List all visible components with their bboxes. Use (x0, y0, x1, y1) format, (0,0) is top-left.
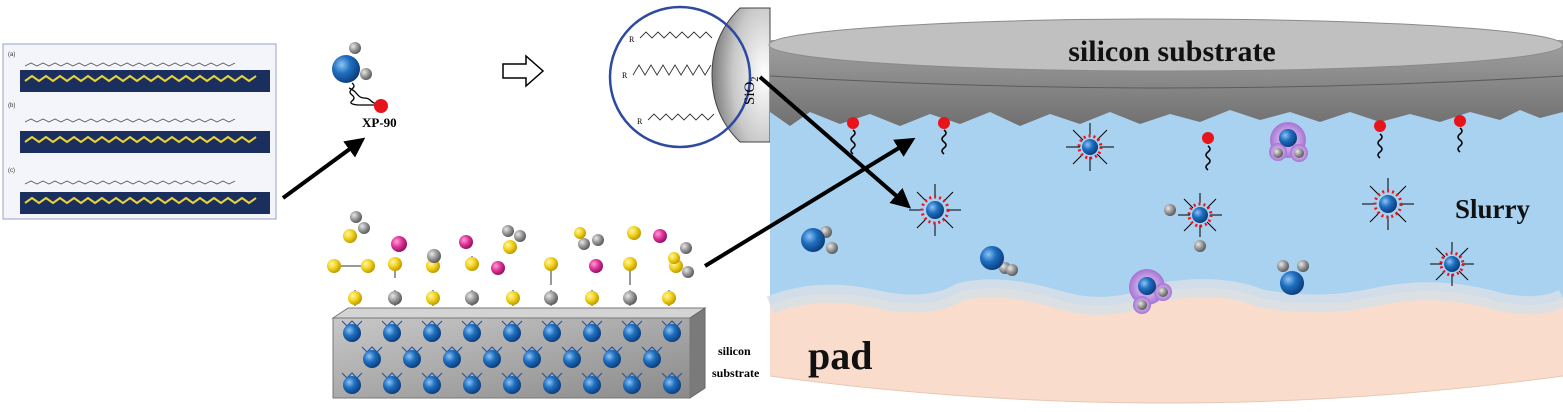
silicon-atom (423, 324, 441, 342)
silicon-atom (443, 350, 461, 368)
silicon-atom (503, 324, 521, 342)
xp90-label: XP-90 (362, 115, 397, 130)
molecule-panels: (a) (b) (c) (2, 43, 277, 220)
svg-text:R: R (637, 117, 643, 126)
silicon-atom (463, 376, 481, 394)
adsorbed-surfactants (850, 127, 1463, 171)
silicon-atom (483, 350, 501, 368)
substrate-label-line1: silicon (718, 344, 751, 358)
silicon-substrate-block (331, 307, 707, 399)
purple-halo-species (1129, 122, 1308, 314)
panel-c: (c) (8, 168, 270, 214)
silicon-atom (363, 350, 381, 368)
silicon-atom (563, 350, 581, 368)
silicon-atom (383, 376, 401, 394)
silicon-atom (503, 376, 521, 394)
surface-groups (327, 211, 694, 306)
pad-region (770, 288, 1563, 403)
silicon-atom (403, 350, 421, 368)
silicon-substrate-label: silicon substrate (1068, 35, 1276, 68)
svg-text:R: R (629, 35, 635, 44)
sio2-label: SiO2 (742, 77, 761, 105)
sio2-particle (711, 7, 771, 143)
panel-a-caption: (a) (8, 52, 15, 58)
silicon-atom (583, 324, 601, 342)
silicon-atom (583, 376, 601, 394)
panel-b-caption: (b) (8, 103, 15, 109)
panel-a: (a) (8, 52, 270, 92)
silicon-atom (343, 324, 361, 342)
panel-b: (b) (8, 103, 270, 153)
silicon-atom (383, 324, 401, 342)
silicon-atom (543, 324, 561, 342)
slurry-label: Slurry (1455, 194, 1531, 224)
surfactant-icon (847, 115, 1466, 144)
silicon-atom (623, 324, 641, 342)
xp90-molecule (332, 42, 388, 113)
silicon-atom (463, 324, 481, 342)
silicon-atom (663, 324, 681, 342)
silicon-atom (663, 376, 681, 394)
silicon-atom (543, 376, 561, 394)
micelles (909, 123, 1474, 286)
silicon-atom (423, 376, 441, 394)
arrow-icon (281, 137, 366, 200)
substrate-label-line2: substrate (712, 366, 760, 380)
svg-text:R: R (622, 71, 628, 80)
arrow-icon (758, 75, 912, 209)
hollow-arrow-icon (502, 54, 545, 88)
silicon-atom (623, 376, 641, 394)
silicon-atom (603, 350, 621, 368)
silicon-atom (343, 376, 361, 394)
silicon-atom (523, 350, 541, 368)
silicon-species (801, 204, 1309, 295)
zoom-circle-icon: R R R (608, 5, 771, 149)
arrow-icon (703, 137, 916, 268)
silicon-atom (643, 350, 661, 368)
pad-label: pad (808, 333, 873, 378)
panel-c-caption: (c) (8, 168, 15, 174)
